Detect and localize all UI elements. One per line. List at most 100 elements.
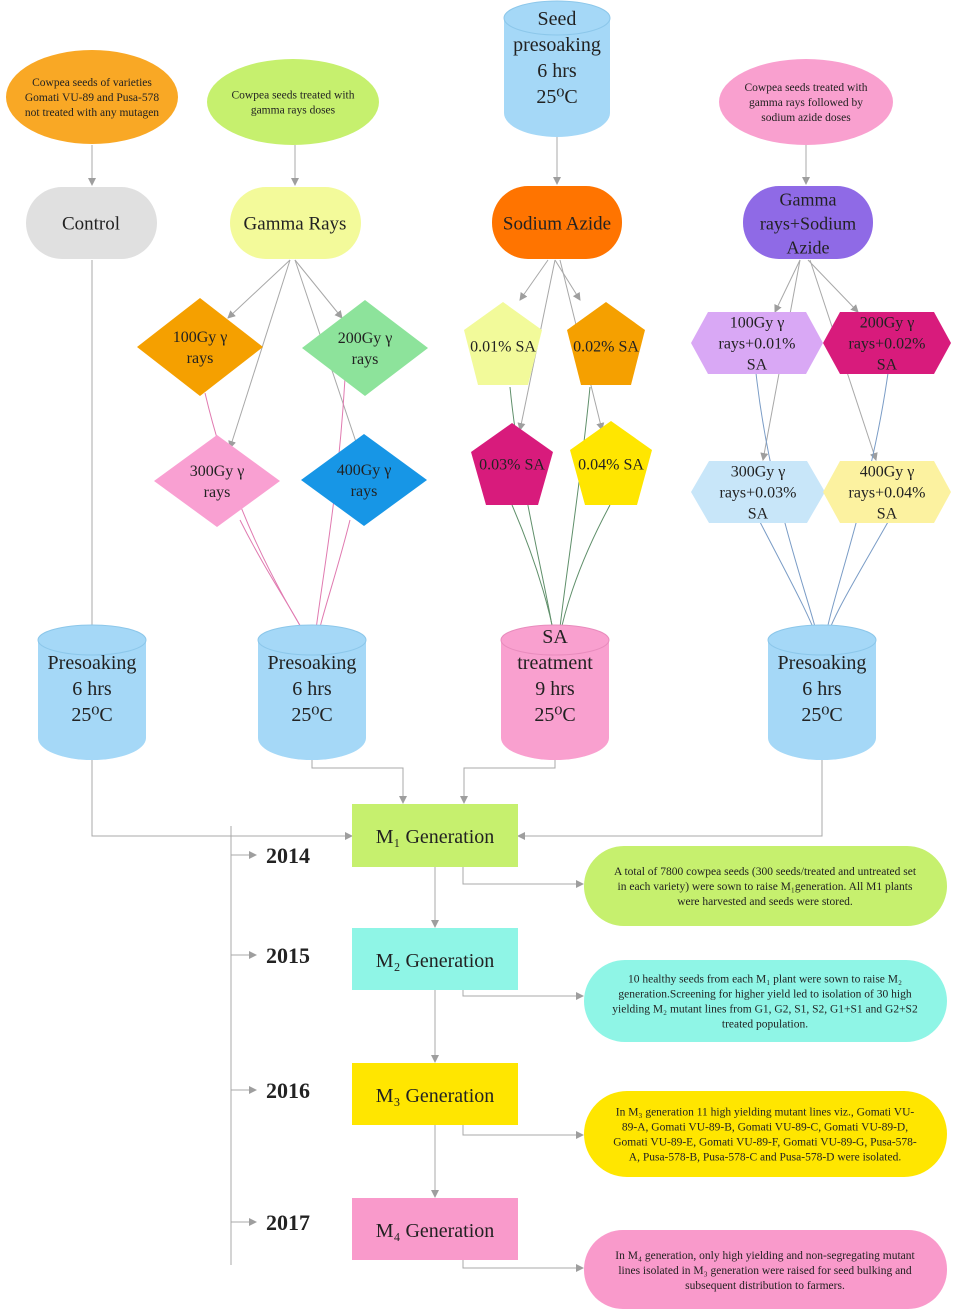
- m2-generation-box: [352, 928, 518, 990]
- control-node: [26, 187, 157, 259]
- m3-generation-box: [352, 1063, 518, 1125]
- text-line: 400Gy γ: [337, 462, 392, 479]
- text-line: M₁ Generation: [376, 826, 495, 848]
- dose-300gy-label: 300Gy γ rays: [190, 463, 245, 501]
- text-line: rays: [187, 350, 214, 367]
- text-line: M₄ Generation: [376, 1220, 495, 1242]
- sa-003-label: 0.03% SA: [479, 457, 545, 474]
- combo-1-label: 100Gy γ rays+0.01% SA: [718, 315, 795, 374]
- text-line: rays: [351, 483, 378, 500]
- text-line: 25⁰C: [291, 704, 332, 726]
- combo-4-label: 400Gy γ rays+0.04% SA: [848, 464, 925, 523]
- combo-seeds-ellipse: [719, 59, 893, 145]
- text-line: were harvested and seeds were stored.: [677, 896, 853, 908]
- text-line: 0.01% SA: [470, 339, 536, 356]
- text-line: M₃ Generation: [376, 1085, 495, 1107]
- combo-4-hexagon: [823, 461, 951, 523]
- text-line: rays+Sodium: [760, 213, 856, 233]
- text-line: 100Gy γ: [173, 329, 228, 346]
- m1-note: [584, 846, 947, 926]
- m1-generation-label: M₁ Generation: [376, 826, 495, 848]
- text-line: M₂ Generation: [376, 950, 495, 972]
- text-line: A total of 7800 cowpea seeds (300 seeds/…: [614, 866, 917, 878]
- sodium-azide-node: [492, 186, 622, 259]
- year-2015: 2015: [266, 943, 310, 968]
- text-line: 100Gy γ: [730, 315, 785, 332]
- combo-presoak-cylinder: [767, 624, 877, 760]
- control-label: Control: [62, 214, 120, 235]
- text-line: 300Gy γ: [731, 464, 786, 481]
- text-line: not treated with any mutagen: [25, 107, 159, 119]
- dose-100gy-label: 100Gy γ rays: [173, 329, 228, 367]
- combo-seeds-label: Cowpea seeds treated with gamma rays foll…: [745, 82, 868, 124]
- text-line: 25⁰C: [536, 86, 577, 108]
- text-line: 6 hrs: [537, 60, 577, 82]
- text-line: 10 healthy seeds from each M₁ plant were…: [628, 974, 902, 986]
- text-line: Gamma Rays: [244, 214, 347, 235]
- control-seeds-ellipse: [6, 50, 178, 144]
- text-line: 400Gy γ: [860, 464, 915, 481]
- text-line: 89-A, Gomati VU-89-B, Gomati VU-89-C, Go…: [622, 1122, 908, 1134]
- year-2014: 2014: [266, 843, 310, 868]
- year-2016: 2016: [266, 1078, 310, 1103]
- sa-002-pentagon: [567, 302, 645, 385]
- gamma-seeds-ellipse: [207, 59, 379, 145]
- combo-3-hexagon: [691, 461, 825, 523]
- text-line: presoaking: [513, 34, 601, 56]
- text-line: generation.Screening for higher yield le…: [618, 989, 911, 1001]
- text-line: 6 hrs: [72, 678, 112, 700]
- combo-2-hexagon: [823, 312, 951, 374]
- sa-002-label: 0.02% SA: [573, 339, 639, 356]
- text-line: rays+0.04%: [848, 485, 925, 502]
- gamma-rays-label: Gamma Rays: [244, 214, 347, 235]
- text-line: Presoaking: [778, 652, 867, 674]
- text-line: A, Pusa-578-B, Pusa-578-C and Pusa-578-D…: [629, 1152, 902, 1164]
- text-line: Presoaking: [268, 652, 357, 674]
- text-line: 200Gy γ: [338, 330, 393, 347]
- text-line: SA: [542, 626, 568, 648]
- text-line: SA: [747, 357, 768, 374]
- gamma-presoak-cylinder: [257, 624, 367, 760]
- text-line: 6 hrs: [802, 678, 842, 700]
- text-line: In M₄ generation, only high yielding and…: [615, 1250, 915, 1262]
- text-line: 25⁰C: [534, 704, 575, 726]
- sa-001-label: 0.01% SA: [470, 339, 536, 356]
- m4-generation-label: M₄ Generation: [376, 1220, 495, 1242]
- m3-note-text: In M₃ generation 11 high yielding mutant…: [613, 1107, 917, 1164]
- text-line: lines isolated in M₃ generation were rai…: [618, 1265, 912, 1277]
- dose-300gy-diamond: [154, 435, 280, 527]
- sa-003-pentagon: [471, 423, 553, 505]
- text-line: 6 hrs: [292, 678, 332, 700]
- text-line: rays: [204, 484, 231, 501]
- text-line: Gomati VU-89 and Pusa-578: [25, 92, 160, 104]
- text-line: Cowpea seeds treated with: [745, 82, 868, 94]
- text-line: 0.03% SA: [479, 457, 545, 474]
- gamma-presoak-label: Presoaking 6 hrs 25⁰C: [268, 652, 357, 726]
- text-line: Cowpea seeds treated with: [232, 90, 355, 102]
- m4-note: [584, 1230, 947, 1309]
- m1-generation-box: [352, 804, 518, 867]
- text-line: Gomati VU-89-E, Gomati VU-89-F, Gomati V…: [613, 1137, 917, 1149]
- gamma-sodium-azide-node: [743, 186, 873, 259]
- text-line: SA: [877, 357, 898, 374]
- m4-note-text: In M₄ generation, only high yielding and…: [615, 1250, 915, 1292]
- text-line: Gamma: [780, 189, 837, 209]
- text-line: rays: [352, 351, 379, 368]
- text-line: Azide: [787, 237, 830, 257]
- text-line: gamma rays followed by: [749, 97, 863, 109]
- m2-note: [584, 960, 947, 1042]
- text-line: In M₃ generation 11 high yielding mutant…: [616, 1107, 915, 1119]
- text-line: SA: [877, 506, 898, 523]
- text-line: rays+0.01%: [718, 336, 795, 353]
- dose-100gy-diamond: [137, 298, 263, 396]
- sa-004-pentagon: [570, 421, 652, 505]
- text-line: 300Gy γ: [190, 463, 245, 480]
